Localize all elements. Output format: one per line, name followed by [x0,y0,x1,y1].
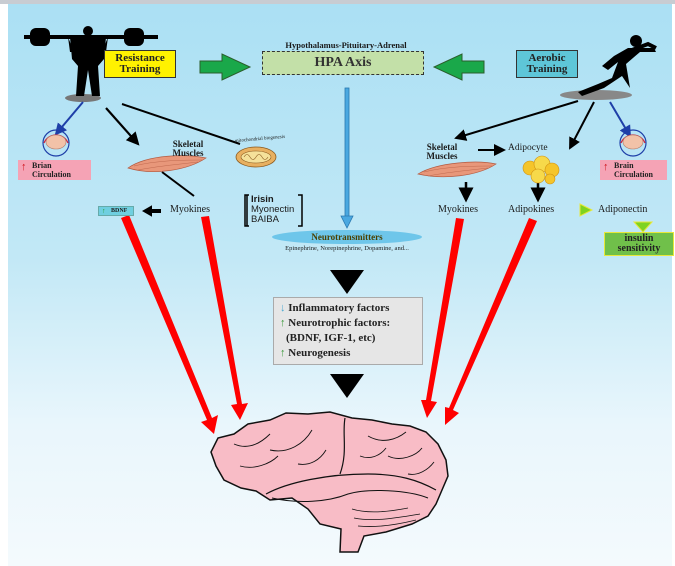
up-arrow-icon: ↑ [21,161,27,173]
red-arrow [121,215,218,434]
skeletal-muscles-left: Skeletal Muscles [158,140,218,158]
diagram-canvas: Resistance Training Hypothalamus-Pituita… [8,4,674,566]
connector-line [161,171,195,197]
adipocyte-icon [522,155,560,185]
brain-illustration [210,411,449,553]
resistance-training-label: Resistance Training [104,50,176,78]
down-arrow-icon: ↓ [280,302,286,314]
myokines-to-bdnf-arrow [141,205,161,217]
adipokines-label: Adipokines [508,204,555,215]
connector-line [454,100,579,141]
circulation-line2: Circulation [614,170,653,179]
circulation-line1: Brian [32,161,52,170]
resistance-line1: Resistance [115,52,165,64]
red-arrows [121,215,537,434]
aerobic-line2: Training [526,63,568,75]
connector-layer [24,26,657,553]
effect-item: ↑ Neurotrophic factors: [280,316,416,331]
down-triangle-1 [330,270,364,294]
brain-circulation-box-left: ↑ Brian Circulation [18,160,91,180]
irisin: Irisin [251,194,274,205]
effect-text: (BDNF, IGF-1, etc) [286,332,376,344]
connector-line [105,107,140,146]
weightlifter-icon [24,26,158,102]
mitochondria-icon [235,146,277,168]
effect-item: (BDNF, IGF-1, etc) [280,331,416,346]
red-arrow [421,218,464,418]
down-triangle-2 [330,374,364,398]
adiponectin-label: Adiponectin [598,204,648,215]
effect-text: Neurogenesis [288,347,351,359]
baiba: BAIBA [251,214,279,225]
skeletal-line1: Skeletal [172,139,204,149]
green-arrow-left [432,53,485,81]
up-arrow-icon: ↑ [603,161,609,173]
connector-line [54,101,84,136]
circulation-line1: Brain [614,161,634,170]
insulin-line2: sensitivity [617,243,661,254]
myokines-left: Myokines [170,204,210,215]
connector-line [569,101,595,150]
aerobic-training-label: Aerobic Training [516,50,578,78]
brain-circulation-icon-left [42,129,70,157]
up-arrow-icon: ↑ [280,347,286,359]
skeletal-line1: Skeletal [426,142,458,152]
red-arrow [445,218,537,425]
effects-box: ↓ Inflammatory factors ↑ Neurotrophic fa… [273,297,423,365]
muscle-icon-right [417,161,497,178]
up-arrow-icon: ↑ [102,207,106,215]
top-border [0,0,675,4]
myokine-list: Irisin Myonectin BAIBA [251,195,294,225]
insulin-triangle-icon [632,221,654,233]
runner-icon [560,35,657,100]
hpa-down-arrow [340,87,354,229]
red-arrow [201,216,248,420]
skeletal-muscles-right: Skeletal Muscles [412,143,472,161]
aerobic-line1: Aerobic [528,52,566,64]
neurotransmitters-label: Neurotransmitters [311,232,383,242]
myonectin: Myonectin [251,204,295,215]
adiponectin-triangle-icon [579,203,594,217]
skeletal-line2: Muscles [172,148,204,158]
green-arrow-right [199,53,252,81]
hpa-axis-label: HPA Axis [314,55,372,70]
hpa-subtitle: Hypothalamus-Pituitary-Adrenal [285,40,407,50]
muscle-icon-left [127,155,207,172]
effect-text: Neurotrophic factors: [288,317,391,329]
skeletal-line2: Muscles [426,151,458,161]
circulation-line2: Circulation [32,170,71,179]
myokines-right: Myokines [438,204,478,215]
resistance-line2: Training [119,63,161,75]
insulin-sensitivity-box: insulin sensitivity [604,232,674,256]
neurotransmitters-ellipse: Neurotransmitters [272,230,422,244]
neurotransmitter-list: Epinephrine, Norepinephrine, Dopamine, a… [285,245,409,252]
bdnf-box: ↑ BDNF [98,206,135,216]
hpa-axis-box: HPA Axis [262,51,424,75]
connector-line [609,101,632,138]
connector-line [121,103,241,145]
myokine-bracket [244,194,303,227]
effect-item: ↓ Inflammatory factors [280,301,416,316]
effect-item: ↑ Neurogenesis [280,346,416,361]
brain-circulation-box-right: ↑ Brain Circulation [600,160,667,180]
brain-circulation-icon-right [619,129,647,157]
up-arrow-icon: ↑ [280,317,286,329]
effect-text: Inflammatory factors [288,302,390,314]
bdnf-label: BDNF [111,208,128,214]
adipocyte-label: Adipocyte [508,143,548,153]
insulin-line1: insulin [624,233,654,244]
